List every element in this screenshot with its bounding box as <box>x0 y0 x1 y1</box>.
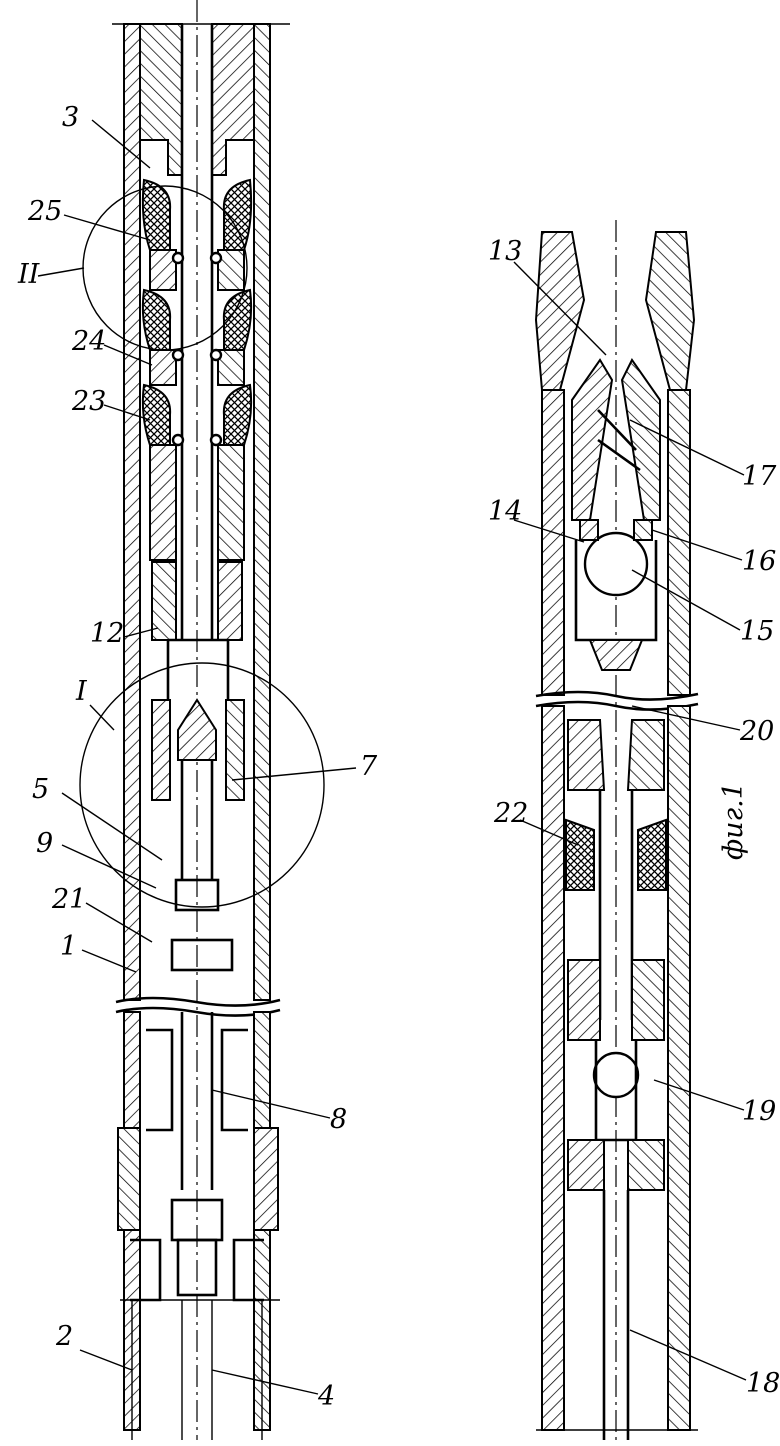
outer-casing-right-wall <box>253 23 271 1001</box>
label-7: 7 <box>360 751 378 782</box>
label-1: 1 <box>60 931 77 962</box>
detail-label-I: I <box>75 676 88 707</box>
label-23: 23 <box>71 386 106 417</box>
label-3: 3 <box>62 102 79 133</box>
label-19: 19 <box>742 1096 776 1127</box>
label-24: 24 <box>71 326 106 357</box>
detail-label-II: II <box>17 259 41 290</box>
label-18: 18 <box>746 1368 780 1399</box>
label-4: 4 <box>317 1381 335 1412</box>
label-21: 21 <box>51 884 86 915</box>
label-13: 13 <box>488 236 522 267</box>
label-14: 14 <box>488 496 522 527</box>
label-25: 25 <box>27 196 62 227</box>
ball-valve-15 <box>583 531 649 597</box>
right-assembly <box>513 220 747 1440</box>
label-17: 17 <box>742 461 777 492</box>
label-12: 12 <box>90 618 124 649</box>
label-2: 2 <box>55 1321 73 1352</box>
left-assembly <box>37 0 357 1440</box>
label-22: 22 <box>493 798 528 829</box>
outer-casing-left-wall <box>123 23 141 1001</box>
labels-left: 3 25 24 23 12 5 7 9 21 1 8 2 4 II I <box>17 102 378 1412</box>
label-16: 16 <box>742 546 776 577</box>
label-20: 20 <box>739 716 774 747</box>
label-8: 8 <box>330 1104 347 1135</box>
label-15: 15 <box>740 616 774 647</box>
label-9: 9 <box>36 828 53 859</box>
labels-right: 13 17 14 16 15 20 22 19 18 фиг.1 <box>488 236 780 1399</box>
label-5: 5 <box>32 774 49 805</box>
figure-caption: фиг.1 <box>718 782 749 860</box>
ball-valve-19 <box>592 1051 640 1099</box>
